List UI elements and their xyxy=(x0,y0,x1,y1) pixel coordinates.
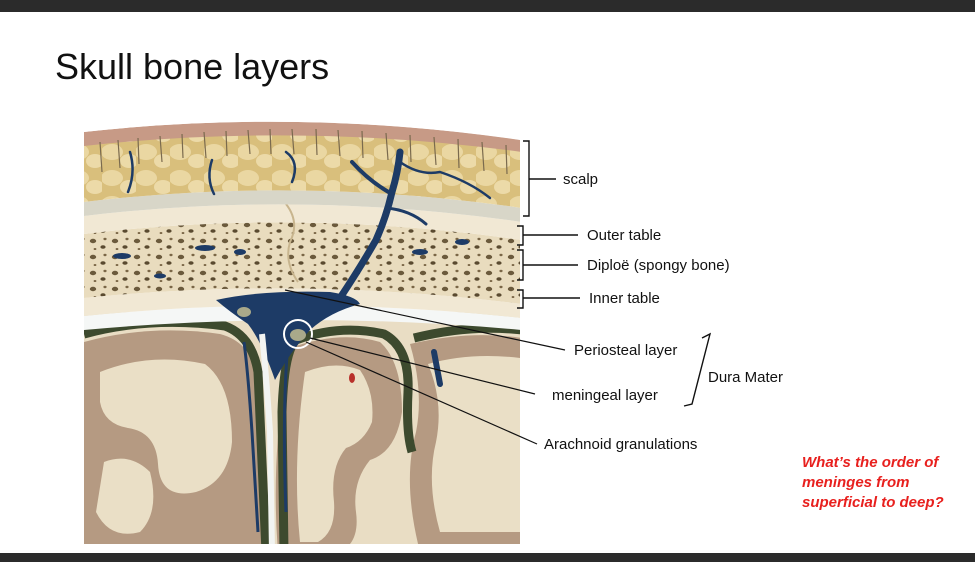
skull-cross-section-illustration xyxy=(84,121,712,544)
label-inner-table: Inner table xyxy=(589,290,660,307)
slide: Skull bone layers xyxy=(0,12,975,553)
window-bottom-bar xyxy=(0,553,975,562)
label-periosteal-layer: Periosteal layer xyxy=(574,342,678,359)
window-top-bar xyxy=(0,0,975,12)
label-scalp: scalp xyxy=(563,171,599,188)
question-text: What’s the order of meninges from superf… xyxy=(802,454,944,511)
layer-brackets xyxy=(517,140,712,407)
label-dura-mater: Dura Mater xyxy=(708,369,784,386)
label-outer-table: Outer table xyxy=(587,227,662,244)
illustration-layers xyxy=(84,121,520,544)
label-arachnoid-granulations: Arachnoid granulations xyxy=(544,436,698,453)
label-meningeal-layer: meningeal layer xyxy=(552,387,658,404)
label-diploe: Diploë (spongy bone) xyxy=(587,257,730,274)
slide-title: Skull bone layers xyxy=(55,46,330,87)
leader-lines xyxy=(284,289,566,445)
